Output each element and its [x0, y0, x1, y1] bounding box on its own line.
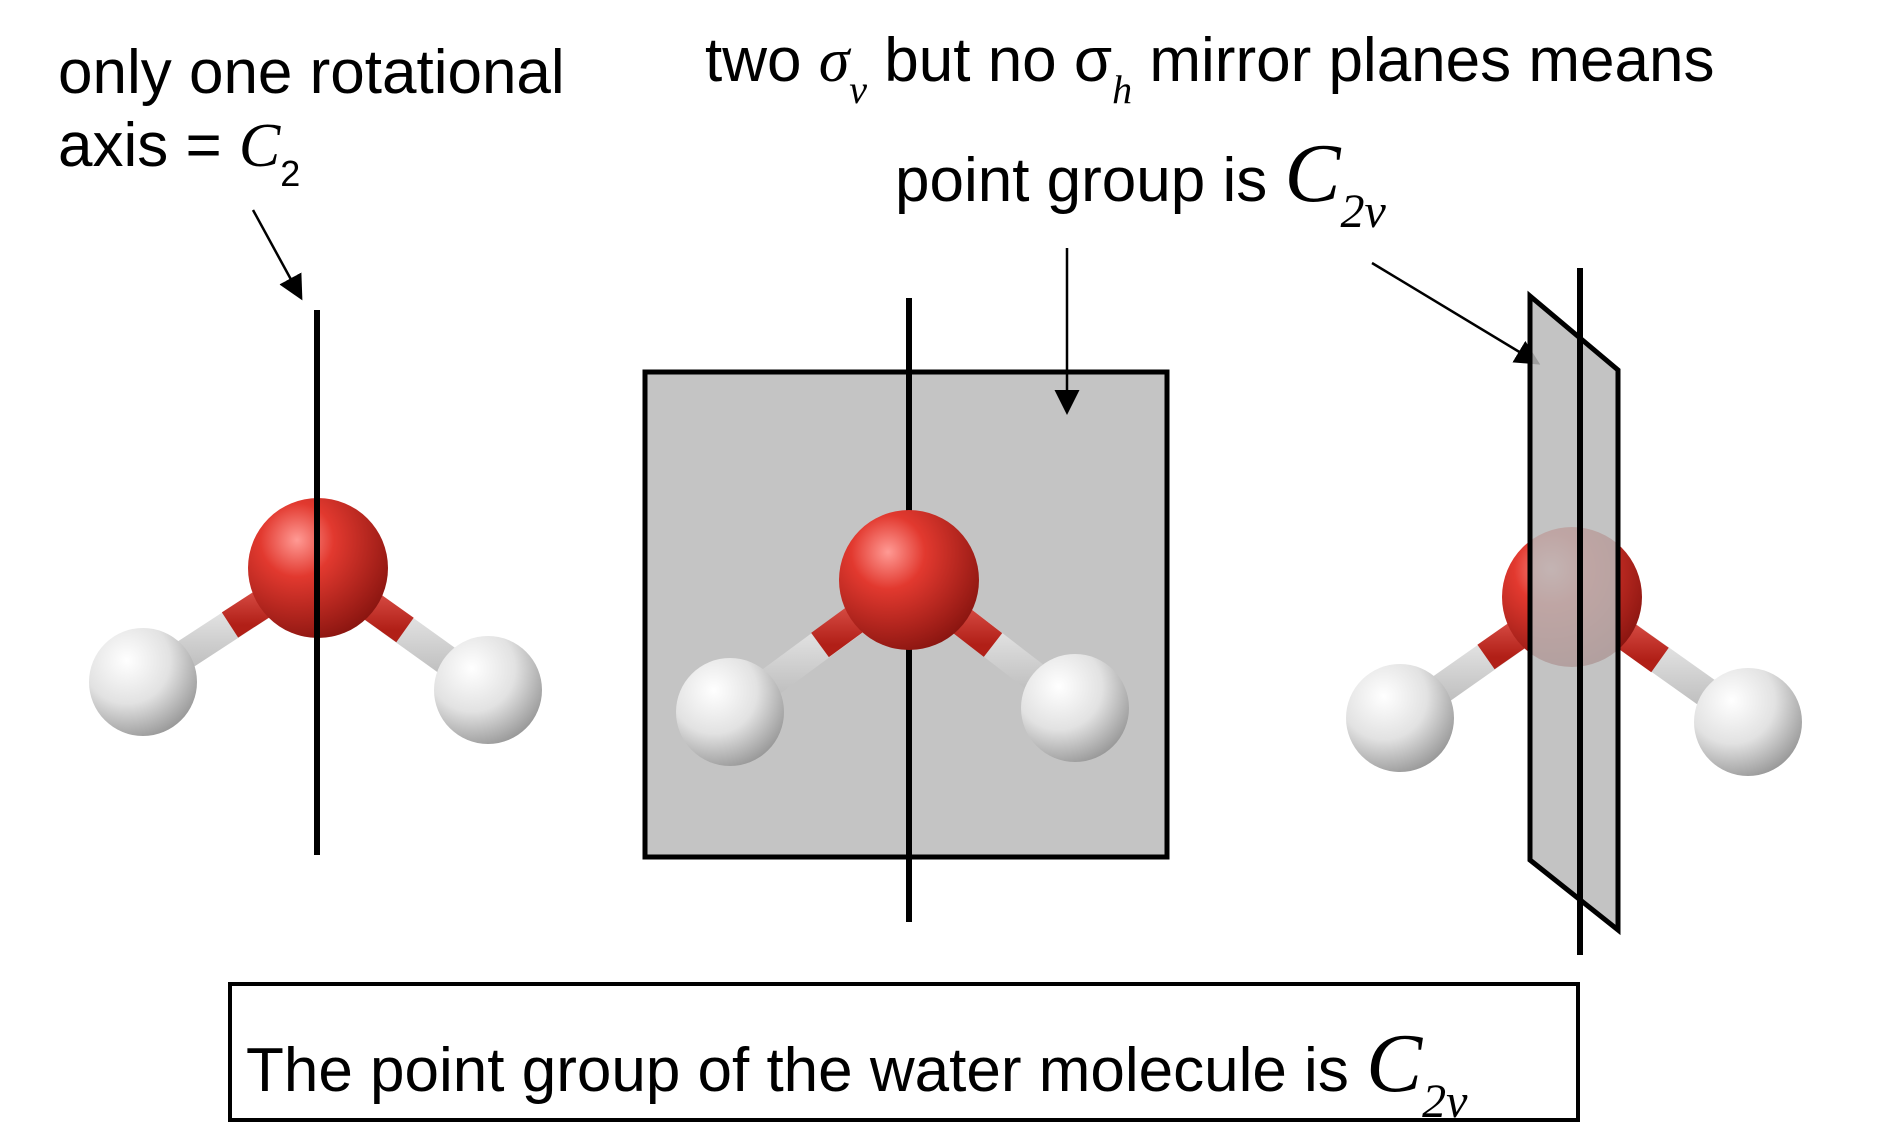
- sigma-v-symbol: σ: [818, 27, 850, 95]
- hydrogen-atom-left: [1346, 664, 1454, 772]
- water-molecule-1: [89, 498, 542, 744]
- conclusion-text: The point group of the water molecule is…: [246, 1017, 1468, 1128]
- sigma-h-symbol: σ: [1073, 26, 1113, 95]
- hydrogen-atom-right: [1694, 668, 1802, 776]
- point-group-caption: point group is C2v: [895, 127, 1386, 238]
- hydrogen-atom-right: [434, 636, 542, 744]
- axis-caption: only one rotational axis = C2: [58, 36, 565, 195]
- mirror-plane-edge-on: [1527, 290, 1621, 936]
- hydrogen-atom-left: [89, 628, 197, 736]
- side-plane-pointer-arrow: [1371, 261, 1541, 365]
- conclusion-box: [228, 982, 1580, 1122]
- mirror-planes-caption: two σv but no σh mirror planes means: [705, 26, 1715, 112]
- oxygen-atom: [839, 510, 979, 650]
- hydrogen-atom-right: [1021, 654, 1129, 762]
- side-mirror-plane-view: [1346, 261, 1802, 955]
- rotation-axis-view: [89, 209, 542, 855]
- axis-pointer-arrow: [251, 209, 303, 301]
- axis-caption-line1: only one rotational: [58, 38, 565, 107]
- front-mirror-plane-view: [642, 248, 1170, 922]
- hydrogen-atom-left: [676, 658, 784, 766]
- c2-symbol: C: [238, 112, 281, 181]
- axis-caption-line2: axis = C2: [58, 111, 301, 195]
- c2v-symbol: C: [1284, 127, 1341, 220]
- water-molecule-2: [676, 510, 1129, 766]
- c2v-conclusion-symbol: C: [1366, 1017, 1423, 1110]
